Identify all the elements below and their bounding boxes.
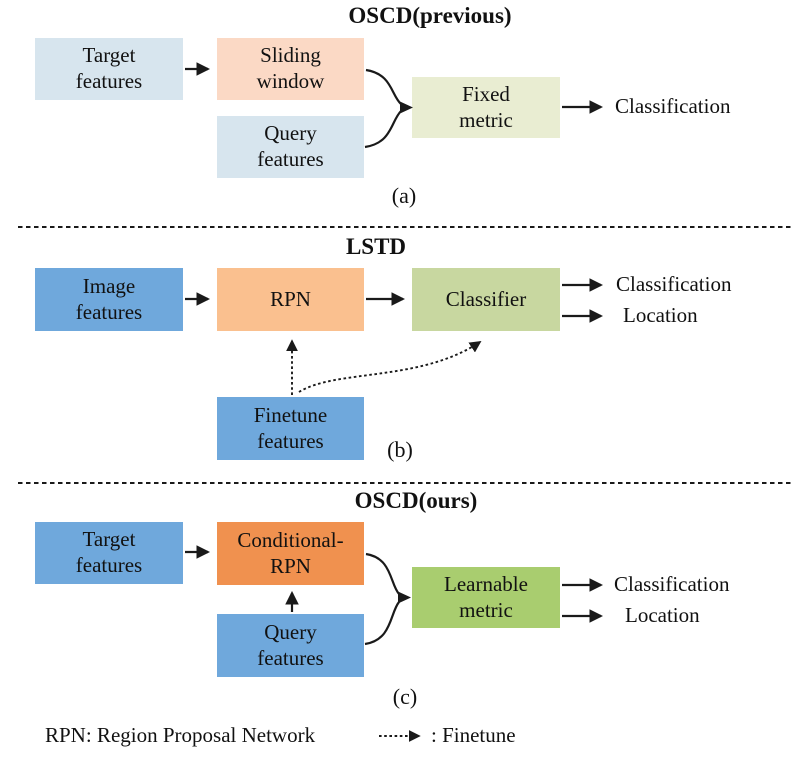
query-features-box-a: Query features <box>217 116 364 178</box>
curve-query-to-learnable <box>364 601 400 646</box>
classifier-box: Classifier <box>412 268 560 331</box>
query-features-box-c: Query features <box>217 614 364 677</box>
legend-rpn-definition: RPN: Region Proposal Network <box>45 723 316 747</box>
panel-b-caption: (b) <box>387 437 413 462</box>
fixed-metric-box: Fixed metric <box>412 77 560 138</box>
panel-a-title: OSCD(previous) <box>348 3 512 28</box>
sliding-window-box: Sliding window <box>217 38 364 100</box>
panel-c-title: OSCD(ours) <box>354 488 478 513</box>
panel-c-caption: (c) <box>392 684 418 709</box>
panel-b-title: LSTD <box>345 234 407 259</box>
target-features-box-c: Target features <box>35 522 183 584</box>
arrowhead-learnable-metric <box>398 591 411 604</box>
rpn-box: RPN <box>217 268 364 331</box>
output-location-b: Location <box>623 303 698 327</box>
output-location-c: Location <box>625 603 700 627</box>
curve-query-to-fixed <box>364 110 402 149</box>
curve-sliding-to-fixed <box>365 68 402 105</box>
panel-a-caption: (a) <box>391 183 417 208</box>
finetune-arrow-to-classifier <box>298 341 482 393</box>
image-features-box: Image features <box>35 268 183 331</box>
target-features-box-a: Target features <box>35 38 183 100</box>
output-classification-a: Classification <box>615 94 731 118</box>
curve-conditional-to-learnable <box>365 552 400 595</box>
output-classification-b: Classification <box>616 272 732 296</box>
legend-finetune-label: : Finetune <box>431 723 516 747</box>
learnable-metric-box: Learnable metric <box>412 567 560 628</box>
finetune-features-box: Finetune features <box>217 397 364 460</box>
output-classification-c: Classification <box>614 572 730 596</box>
conditional-rpn-box: Conditional- RPN <box>217 522 364 585</box>
